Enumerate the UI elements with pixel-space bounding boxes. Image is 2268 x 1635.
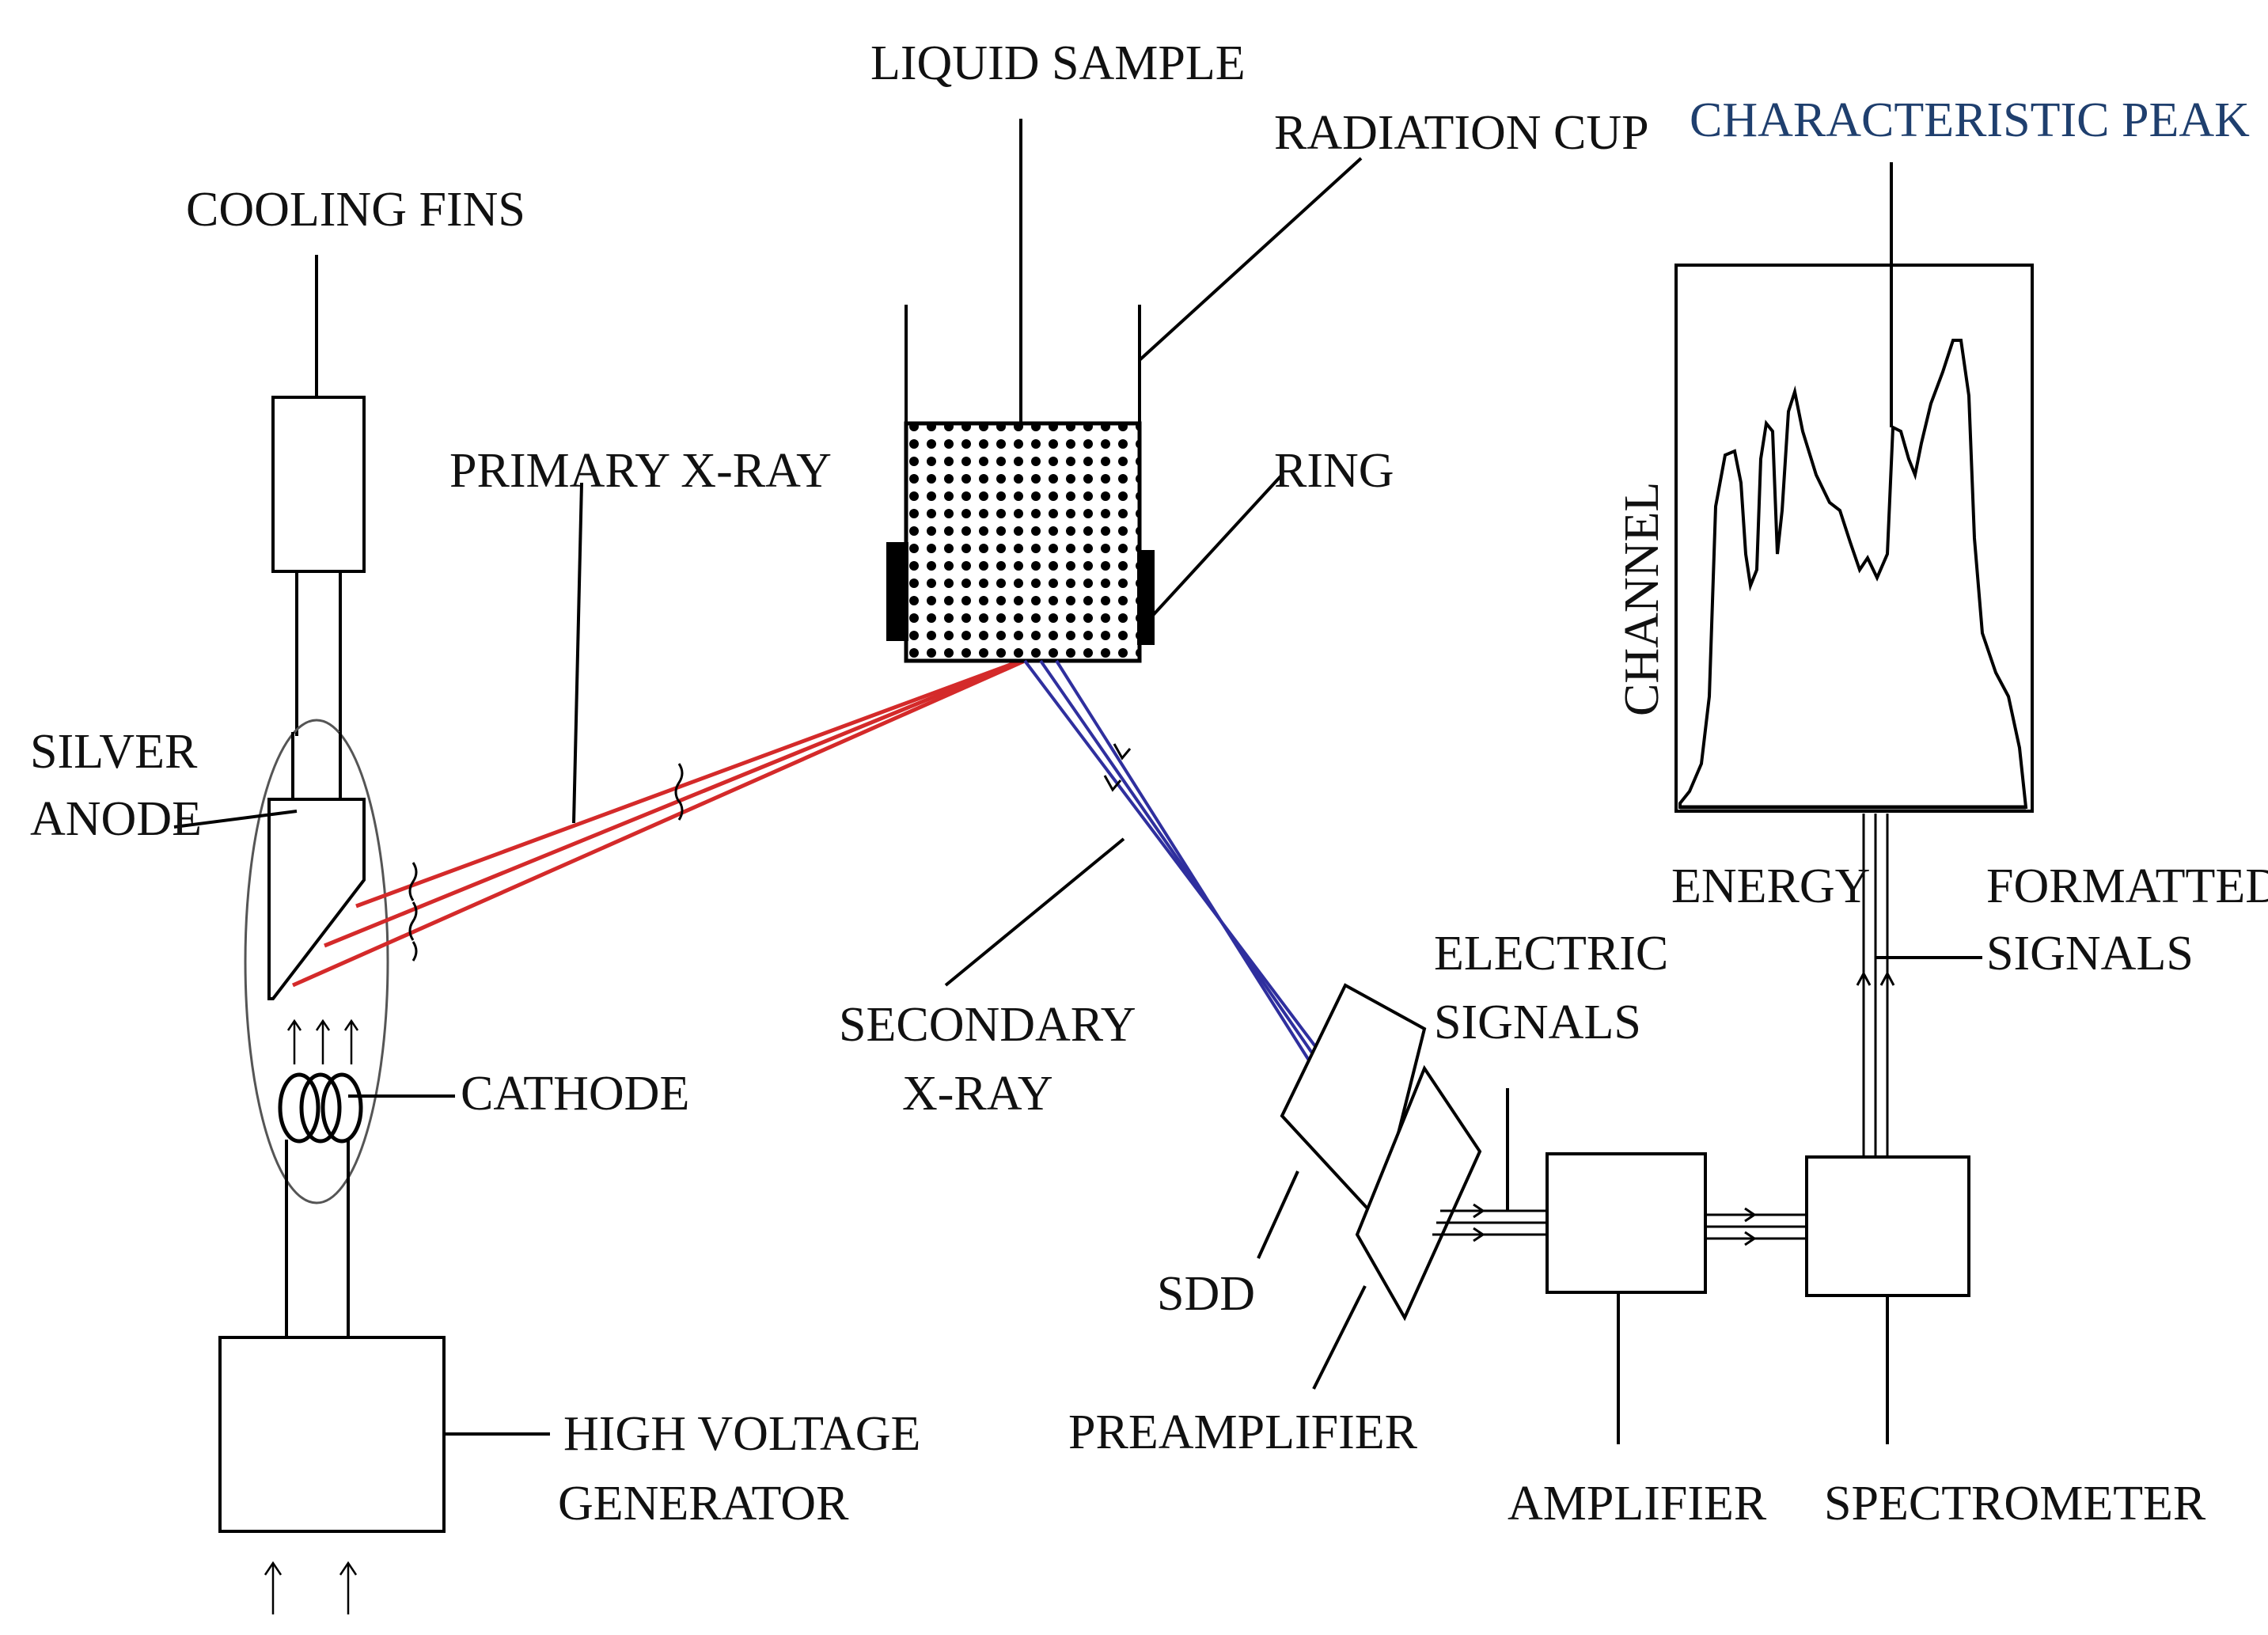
primary-beam-wiggles	[408, 763, 684, 962]
label-anode: ANODE	[30, 792, 202, 846]
label-sdd: SDD	[1157, 1267, 1255, 1321]
leader-lines	[173, 119, 1982, 1444]
label-formatted: FORMATTED	[1986, 859, 2268, 913]
high-voltage-generator-block	[218, 1336, 446, 1533]
label-amplifier: AMPLIFIER	[1508, 1477, 1767, 1531]
amplifier-signal-lines	[1705, 1207, 1807, 1246]
preamplifier-block	[1355, 1064, 1482, 1322]
spectrum-display	[1674, 264, 2034, 813]
label-ring: RING	[1274, 444, 1394, 498]
detector	[1280, 983, 1482, 1322]
secondary-beam-arrows	[1103, 743, 1132, 792]
electron-arrows	[286, 1019, 359, 1064]
label-generator: GENERATOR	[558, 1477, 849, 1531]
label-energy: ENERGY	[1671, 859, 1870, 913]
label-high-voltage: HIGH VOLTAGE	[563, 1407, 920, 1461]
primary-xray-beam	[291, 658, 1026, 988]
label-spectrometer: SPECTROMETER	[1824, 1477, 2206, 1531]
label-formatted-signals: SIGNALS	[1986, 927, 2194, 981]
label-secondary: SECONDARY	[839, 998, 1136, 1052]
ring-right	[1137, 550, 1155, 645]
input-arrows	[264, 1561, 358, 1614]
label-electric-signals: SIGNALS	[1434, 996, 1641, 1049]
label-channel: CHANNEL	[1615, 482, 1669, 716]
label-liquid-sample: LIQUID SAMPLE	[870, 36, 1246, 90]
formatted-signal-lines	[1856, 814, 1895, 1157]
label-electric: ELECTRIC	[1434, 927, 1668, 981]
amplifier-block	[1546, 1152, 1707, 1294]
liquid-sample	[904, 421, 1142, 663]
ring-left	[886, 542, 908, 641]
spectrometer-block	[1805, 1155, 1970, 1297]
radiation-cup	[886, 305, 1155, 663]
silver-anode	[267, 798, 366, 1000]
label-cooling-fins: COOLING FINS	[186, 183, 525, 237]
electric-signal-lines	[1432, 1203, 1547, 1242]
tube-envelope	[244, 719, 389, 1204]
cooling-fins-block	[271, 396, 366, 573]
label-characteristic-peak: CHARACTERISTIC PEAK	[1690, 93, 2250, 147]
label-cathode: CATHODE	[461, 1067, 689, 1121]
label-primary-xray: PRIMARY X-RAY	[449, 444, 832, 498]
label-silver: SILVER	[30, 725, 198, 779]
xray-tube	[244, 396, 389, 1337]
cathode-coil	[278, 1072, 363, 1144]
label-radiation-cup: RADIATION CUP	[1274, 106, 1649, 160]
label-secondary-xray: X-RAY	[902, 1067, 1053, 1121]
label-preamplifier: PREAMPLIFIER	[1068, 1405, 1418, 1459]
spectrum-curve	[1678, 339, 2028, 809]
